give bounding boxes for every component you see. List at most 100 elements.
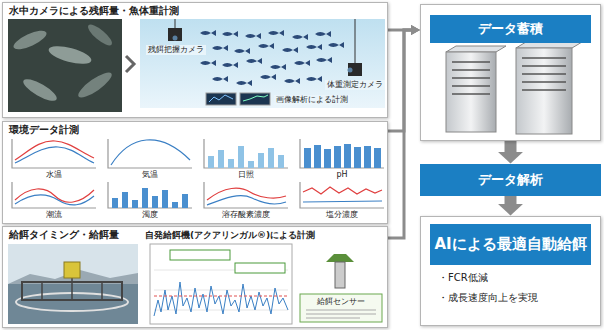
feeding-chart: [154, 296, 288, 297]
connector: [505, 196, 517, 204]
environment-charts: [204, 139, 288, 168]
fish-cage-illustration: [200, 30, 344, 86]
fish-farm-photo: [101, 282, 103, 300]
environment-charts: [15, 147, 94, 163]
feeding-chart: [154, 282, 288, 316]
fish-farm-photo: [41, 282, 43, 300]
chart-label: 水温: [44, 170, 64, 180]
environment-charts: [207, 188, 286, 200]
fish-cage-illustration: [306, 44, 322, 50]
panel-heading: 水中カメラによる残餌量・魚体重計測: [9, 5, 179, 17]
fish-cage-illustration: [222, 31, 238, 37]
fish-cage-illustration: [222, 62, 238, 68]
fish-cage-illustration: [173, 36, 178, 41]
connector: [505, 141, 517, 152]
chart-label: pH: [334, 170, 349, 180]
fish-cage-illustration: [140, 19, 385, 108]
feeding-chart: [150, 244, 292, 324]
environment-charts: [300, 139, 384, 168]
panel-heading: 給餌タイミング・給餌量: [9, 229, 119, 241]
fish-cage-illustration: [245, 33, 261, 39]
fish-cage-illustration: [212, 45, 228, 51]
environment-charts: [300, 182, 384, 208]
fish-cage-illustration: [260, 74, 276, 80]
environment-charts: [111, 140, 190, 165]
chart-label: 濁度: [140, 210, 160, 220]
environment-charts: [218, 150, 224, 168]
environment-charts: [15, 189, 94, 202]
underwater-photo: [75, 69, 115, 102]
underwater-photo: [85, 22, 114, 49]
environment-charts: [204, 182, 288, 208]
fish-cage-illustration: [168, 28, 182, 41]
camera-label: 残餌把握カメラ: [146, 45, 206, 55]
environment-charts: [122, 192, 128, 208]
feeding-sensor: [326, 254, 354, 262]
environment-charts: [208, 146, 284, 168]
environment-charts: [152, 196, 158, 208]
environment-charts: [228, 159, 234, 168]
fish-cage-illustration: [316, 57, 332, 63]
bullet-text: ・成長速度向上を実現: [438, 291, 591, 305]
fish-cage-illustration: [175, 19, 176, 28]
connector: [388, 30, 411, 131]
bar-heading: AIによる最適自動給餌: [430, 224, 591, 265]
panel-heading: 環境データ計測: [9, 124, 79, 136]
environment-charts: [207, 196, 286, 205]
server-illustration: [516, 48, 572, 134]
environment-charts: [278, 155, 284, 168]
fish-farm-photo: [64, 262, 80, 278]
server-illustration: [522, 58, 566, 90]
environment-charts: [108, 139, 192, 168]
environment-charts: [15, 195, 94, 205]
feeding-chart: [170, 250, 230, 260]
environment-charts: [304, 148, 311, 168]
fish-cage-illustration: [200, 30, 216, 36]
fish-cage-illustration: [306, 76, 322, 82]
server-illustration: [446, 52, 496, 132]
chart-label: 溶存酸素濃度: [220, 210, 272, 220]
bullet-text: ・FCR低減: [438, 271, 591, 285]
fish-cage-illustration: [348, 68, 353, 73]
environment-charts: [344, 144, 351, 168]
fish-cage-illustration: [328, 42, 344, 48]
environment-charts: [132, 200, 138, 208]
fish-cage-illustration: [140, 19, 385, 108]
feeding-chart: [150, 244, 292, 324]
fish-cage-illustration: [234, 48, 250, 54]
fish-cage-illustration: [270, 64, 286, 70]
environment-charts: [142, 188, 148, 208]
fish-cage-illustration: [294, 60, 310, 66]
environment-charts: [248, 161, 254, 168]
fish-cage-illustration: [292, 34, 308, 40]
chevron-arrow: [126, 56, 134, 72]
server-illustration: [452, 62, 490, 94]
fish-farm-photo: [8, 244, 138, 284]
environment-charts: [304, 144, 381, 168]
underwater-photo: [11, 27, 49, 53]
environment-charts: [12, 182, 96, 208]
environment-charts: [258, 153, 264, 168]
chart-label: 日照: [236, 170, 256, 180]
process-bar: データ解析: [420, 164, 601, 196]
environment-charts: [354, 147, 361, 168]
environment-charts: [172, 202, 178, 208]
environment-charts: [364, 146, 371, 168]
camera-label: 画像解析による計測: [274, 95, 350, 105]
feeding-sensor: [300, 254, 382, 322]
bar-heading: データ解析: [478, 171, 543, 189]
environment-charts: [162, 190, 168, 208]
environment-charts: [208, 156, 214, 168]
fish-farm-photo: [8, 284, 138, 324]
environment-charts: [112, 198, 118, 208]
feeding-sensor: [335, 262, 345, 288]
fish-cage-illustration: [240, 93, 270, 105]
feeding-sensor: [306, 310, 376, 318]
process-box: AIによる最適自動給餌・FCR低減・成長速度向上を実現: [420, 216, 601, 326]
underwater-photo: [47, 43, 93, 68]
process-box: データ蓄積: [420, 4, 601, 141]
environment-charts: [238, 146, 244, 168]
